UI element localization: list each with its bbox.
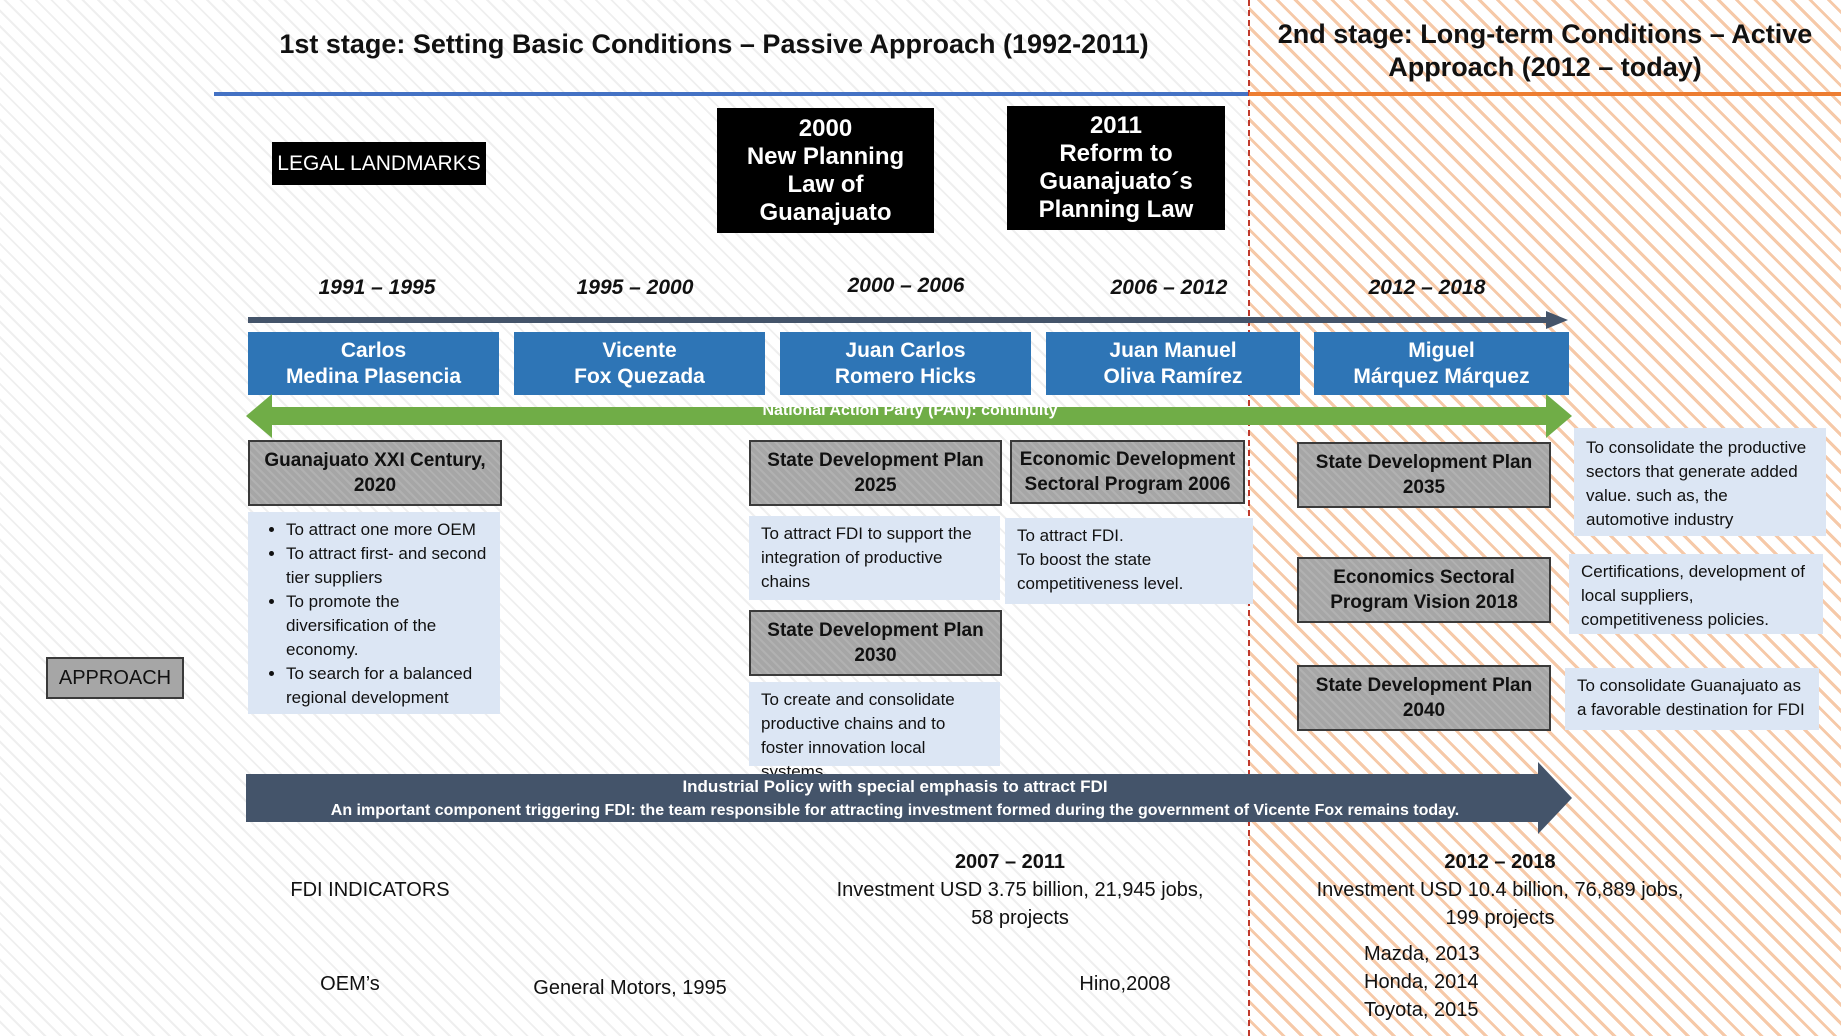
approach-label: APPROACH xyxy=(46,657,184,699)
plan-edsp-2006: Economic Development Sectoral Program 20… xyxy=(1010,440,1245,504)
period-1991-1995: 1991 – 1995 xyxy=(318,276,436,299)
oem-general-motors: General Motors, 1995 xyxy=(533,977,727,999)
fdi-indicators-label: FDI INDICATORS xyxy=(290,879,450,901)
period-2006-2012: 2006 – 2012 xyxy=(1110,276,1228,299)
period-1995-2000: 1995 – 2000 xyxy=(576,276,694,299)
desc-edsp-2006-line2: To boost the state competitiveness level… xyxy=(1017,550,1184,593)
desc-sdp-2030: To create and consolidate productive cha… xyxy=(749,682,1000,781)
industrial-policy-arrow xyxy=(246,762,1572,834)
oem-hino: Hino,2008 xyxy=(1079,973,1171,995)
plan-espv-2018: Economics Sectoral Program Vision 2018 xyxy=(1297,557,1551,623)
stage1-rule xyxy=(214,92,1248,96)
fdi-figures-2012-2018: Investment USD 10.4 billion, 76,889 jobs… xyxy=(1316,879,1684,929)
desc-sdp-2040: To consolidate Guanajuato as a favorable… xyxy=(1565,668,1819,730)
fdi-period-2007-2011: 2007 – 2011 xyxy=(954,851,1066,873)
party-continuity-label: National Action Party (PAN): continuity xyxy=(762,402,1058,419)
list-item: To attract one more OEM xyxy=(286,518,488,542)
stage2-rule xyxy=(1249,92,1841,96)
period-2000-2006: 2000 – 2006 xyxy=(847,274,965,297)
list-item: Mazda, 2013 xyxy=(1364,943,1480,965)
fdi-period-2012-2018: 2012 – 2018 xyxy=(1444,851,1556,873)
governor-romero: Juan Carlos Romero Hicks xyxy=(780,332,1031,395)
list-item: To attract first- and second tier suppli… xyxy=(286,542,488,590)
fdi-figures-2007-2011: Investment USD 3.75 billion, 21,945 jobs… xyxy=(836,879,1204,929)
law-2011-box: 2011 Reform to Guanajuato´s Planning Law xyxy=(1007,106,1225,230)
guanajuato-xxi-list: To attract one more OEM To attract first… xyxy=(260,518,488,710)
oem-recent-list: Mazda, 2013 Honda, 2014 Toyota, 2015 xyxy=(1364,940,1564,1024)
industrial-policy-line1: Industrial Policy with special emphasis … xyxy=(682,777,1108,796)
law-2000-box: 2000 New Planning Law of Guanajuato xyxy=(717,108,934,233)
oems-label: OEM’s xyxy=(320,973,380,995)
plan-guanajuato-xxi: Guanajuato XXI Century, 2020 xyxy=(248,440,502,506)
list-item: To search for a balanced regional develo… xyxy=(286,662,488,710)
governor-oliva: Juan Manuel Oliva Ramírez xyxy=(1046,332,1300,395)
desc-edsp-2006: To attract FDI. To boost the state compe… xyxy=(1005,518,1253,604)
legal-landmarks-label: LEGAL LANDMARKS xyxy=(272,142,486,185)
list-item: Toyota, 2015 xyxy=(1364,999,1479,1021)
list-item: Honda, 2014 xyxy=(1364,971,1479,993)
list-item: To promote the diversification of the ec… xyxy=(286,590,488,662)
timeline-arrow xyxy=(248,311,1568,329)
plan-sdp-2025: State Development Plan 2025 xyxy=(749,440,1002,506)
stage2-title: 2nd stage: Long-term Conditions – Active… xyxy=(1277,19,1813,82)
governor-marquez: Miguel Márquez Márquez xyxy=(1314,332,1569,395)
desc-edsp-2006-line1: To attract FDI. xyxy=(1017,526,1124,545)
governor-fox: Vicente Fox Quezada xyxy=(514,332,765,395)
governor-medina: Carlos Medina Plasencia xyxy=(248,332,499,395)
party-continuity-arrow xyxy=(246,394,1572,438)
stage1-title: 1st stage: Setting Basic Conditions – Pa… xyxy=(279,29,1149,59)
desc-espv-2018: Certifications, development of local sup… xyxy=(1569,554,1823,634)
desc-sdp-2025: To attract FDI to support the integratio… xyxy=(749,516,1000,600)
industrial-policy-text: Industrial Policy with special emphasis … xyxy=(250,775,1540,823)
plan-sdp-2035: State Development Plan 2035 xyxy=(1297,442,1551,508)
desc-guanajuato-xxi: To attract one more OEM To attract first… xyxy=(248,512,500,714)
industrial-policy-line2: An important component triggering FDI: t… xyxy=(330,802,1460,819)
period-2012-2018: 2012 – 2018 xyxy=(1368,276,1486,299)
plan-sdp-2040: State Development Plan 2040 xyxy=(1297,665,1551,731)
desc-sdp-2035: To consolidate the productive sectors th… xyxy=(1574,428,1826,536)
plan-sdp-2030: State Development Plan 2030 xyxy=(749,610,1002,676)
